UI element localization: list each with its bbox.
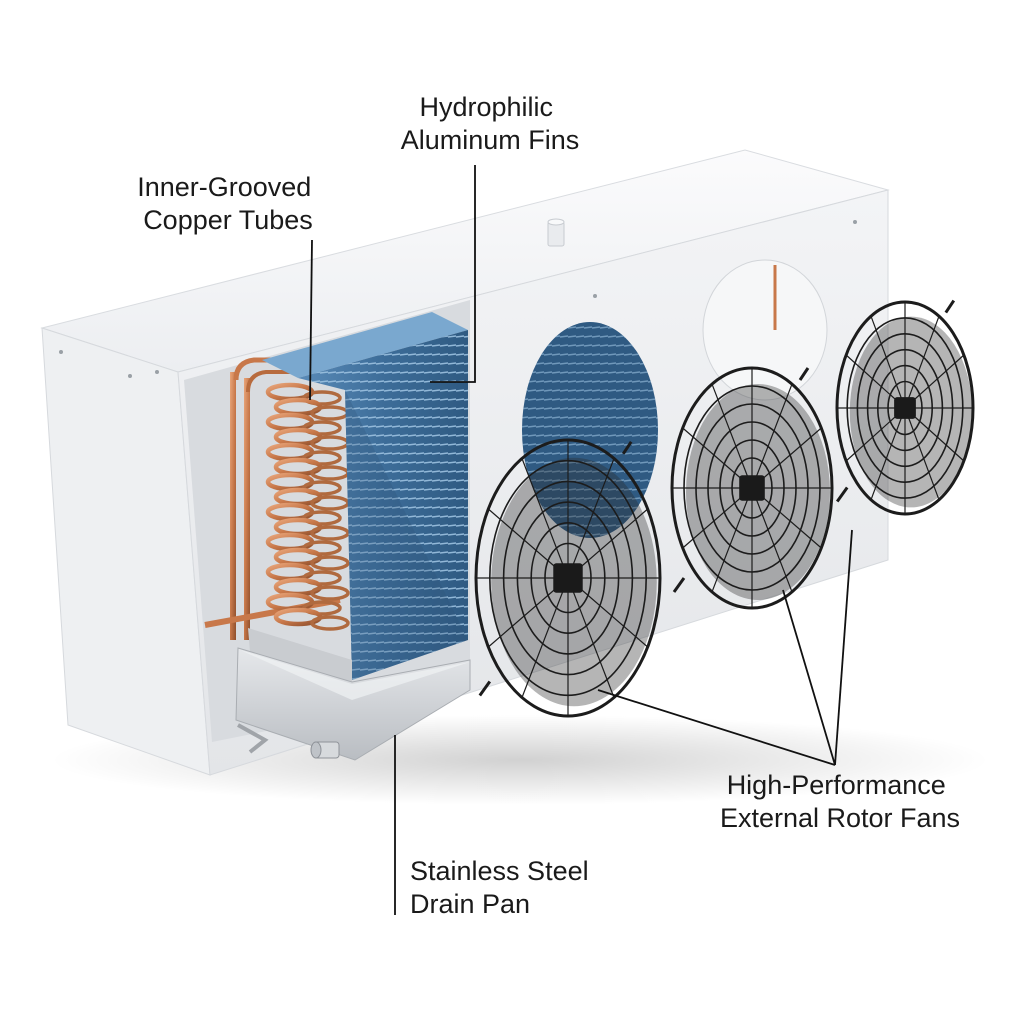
label-fans-line2: External Rotor Fans — [720, 803, 960, 833]
label-drain-pan: Stainless Steel Drain Pan — [410, 856, 596, 919]
fan-guard-spoke — [870, 315, 906, 409]
u-bend — [310, 555, 350, 571]
leader-fan-3 — [834, 529, 853, 766]
fan-guard-spoke — [567, 458, 615, 579]
fan-motor-hub — [553, 563, 583, 593]
fan-2 — [670, 366, 834, 610]
label-tubes-line1: Inner-Grooved — [137, 172, 311, 202]
fan-guard-spoke — [711, 487, 753, 593]
copper-tube-bundle — [204, 357, 341, 640]
u-bend — [310, 585, 350, 601]
fan-guard-spoke — [567, 577, 615, 698]
fan-1 — [474, 438, 662, 718]
label-fins: Hydrophilic Aluminum Fins — [401, 92, 580, 155]
fan-guard-spoke — [711, 383, 753, 489]
label-drain-pan-line2: Drain Pan — [410, 889, 530, 919]
fan-guard-spoke — [904, 315, 940, 409]
top-fitting — [547, 221, 565, 247]
aluminum-fin-block — [248, 312, 468, 682]
leader-lines — [309, 165, 853, 915]
fan-mount-bracket — [835, 299, 956, 503]
drain-pan — [235, 647, 471, 761]
label-fans: High-Performance External Rotor Fans — [720, 770, 960, 833]
label-fins-line2: Aluminum Fins — [401, 125, 580, 155]
fan-mount-bracket — [672, 367, 810, 593]
label-drain-pan-line1: Stainless Steel — [410, 856, 589, 886]
leader-tubes — [309, 239, 313, 401]
u-bend — [310, 525, 350, 541]
fan-3 — [835, 299, 975, 516]
fan-openings — [522, 259, 828, 538]
fan-guard-spoke — [751, 383, 793, 489]
fan-motor-hub — [739, 475, 765, 501]
fan-guard-spoke — [870, 407, 906, 501]
leader-fins — [430, 165, 476, 383]
fan-motor-hub — [894, 397, 916, 419]
fan-mount-bracket — [478, 440, 633, 697]
label-tubes: Inner-Grooved Copper Tubes — [137, 172, 319, 235]
leader-fan-2 — [782, 589, 836, 766]
label-fins-line1: Hydrophilic — [419, 92, 553, 122]
label-fans-line1: High-Performance — [727, 770, 946, 800]
fan-array — [474, 299, 975, 718]
label-tubes-line2: Copper Tubes — [143, 205, 313, 235]
leader-fan-1 — [597, 689, 836, 766]
copper-u-bends — [265, 382, 350, 631]
fan-guard-spoke — [521, 577, 569, 698]
fan-guard-spoke — [904, 407, 940, 501]
u-bend — [310, 615, 350, 631]
fan-guard-spoke — [751, 487, 793, 593]
fan-guard-spoke — [521, 458, 569, 579]
